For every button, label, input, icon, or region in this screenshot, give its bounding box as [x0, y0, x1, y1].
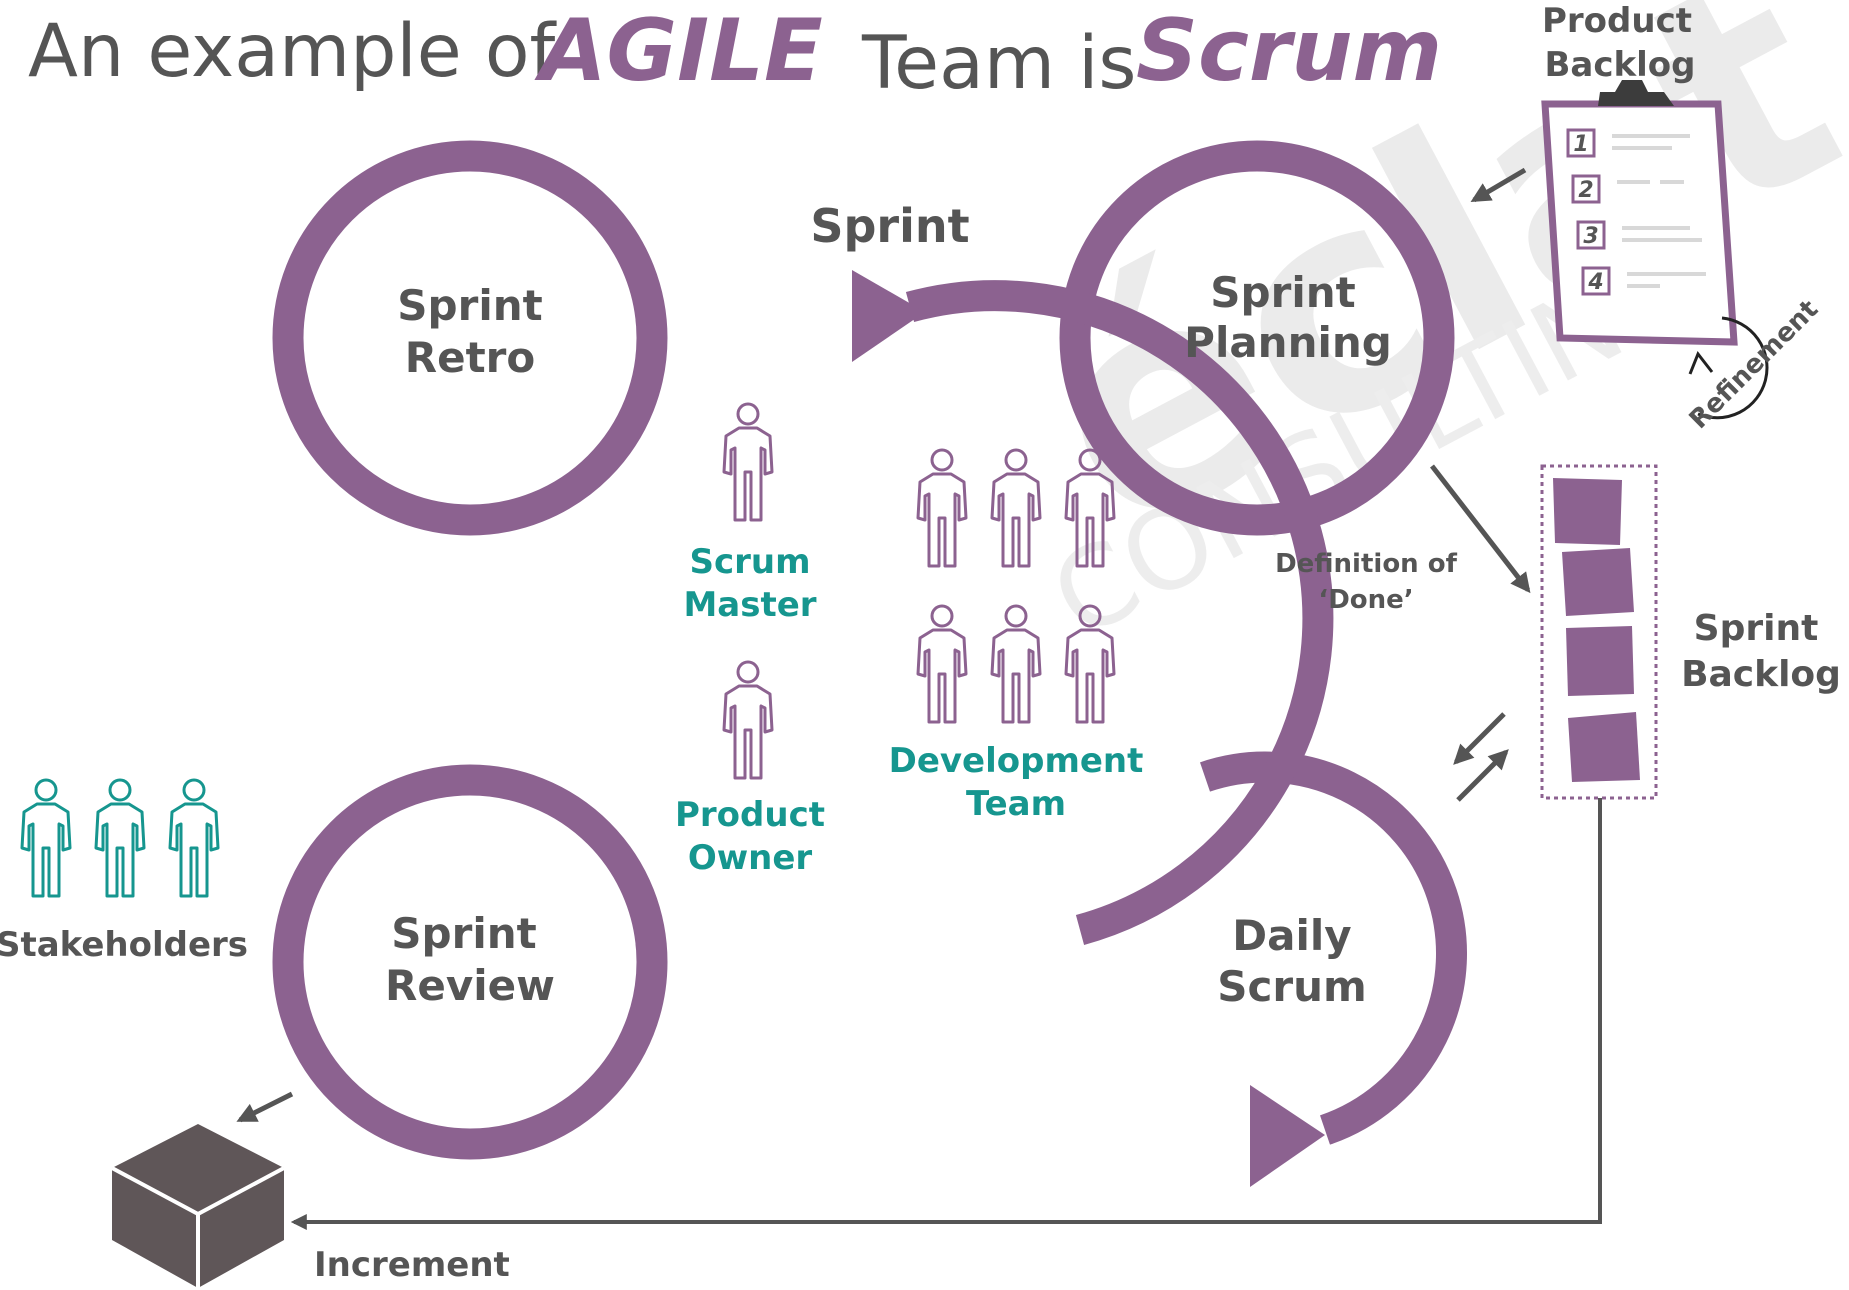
svg-text:Sprint: Sprint: [1210, 268, 1355, 317]
svg-text:Master: Master: [683, 585, 816, 625]
svg-text:Review: Review: [385, 961, 555, 1010]
svg-text:Backlog: Backlog: [1681, 654, 1841, 695]
title-agile: AGILE: [534, 1, 823, 101]
product-backlog-label: Product Backlog: [1542, 1, 1695, 85]
daily-scrum-backlog-arrows: [1453, 712, 1509, 802]
sprint-retro-ring: [272, 140, 668, 536]
title-scrum: Scrum: [1136, 1, 1442, 101]
svg-text:Backlog: Backlog: [1545, 45, 1696, 85]
product-backlog-clipboard: 1 2 3 4: [1541, 80, 1738, 346]
sprint-review-label: Sprint Review: [385, 909, 555, 1010]
svg-text:‘Done’: ‘Done’: [1318, 585, 1413, 615]
planning-to-sprint-backlog-arrow: [1430, 464, 1531, 594]
review-to-increment-arrow: [236, 1091, 294, 1123]
sprint-arrowhead: [852, 270, 925, 362]
product-owner-label: Product Owner: [675, 795, 825, 878]
backlog-item-1: 1: [1573, 132, 1588, 157]
increment-box-icon: [111, 1124, 285, 1288]
svg-text:Development: Development: [889, 741, 1144, 781]
product-owner-figure: [722, 660, 774, 780]
scrum-master-figure: [722, 402, 774, 522]
backlog-item-3: 3: [1583, 224, 1598, 249]
svg-text:Planning: Planning: [1184, 318, 1392, 367]
daily-scrum-arrowhead: [1250, 1085, 1325, 1187]
svg-text:Owner: Owner: [688, 838, 813, 878]
svg-text:Definition of: Definition of: [1275, 549, 1458, 579]
clipboard-lines: [1612, 134, 1706, 288]
svg-text:Scrum: Scrum: [1217, 962, 1367, 1011]
title-prefix: An example of: [28, 9, 557, 94]
sprint-backlog-stack: [1540, 464, 1658, 800]
svg-text:Sprint: Sprint: [391, 909, 536, 958]
stakeholder-figures: [20, 778, 220, 898]
svg-text:Product: Product: [1542, 1, 1692, 41]
sprint-cycle-ring: [905, 280, 1334, 945]
definition-of-done-label: Definition of ‘Done’: [1275, 549, 1458, 615]
sprint-label: Sprint: [810, 199, 969, 253]
sprint-backlog-label: Sprint Backlog: [1681, 608, 1841, 695]
daily-scrum-label: Daily Scrum: [1217, 911, 1367, 1011]
stakeholders-label: Stakeholders: [0, 925, 248, 965]
sprint-review-ring: [272, 764, 668, 1160]
svg-text:Product: Product: [675, 795, 825, 835]
svg-text:Scrum: Scrum: [689, 542, 810, 582]
backlog-item-4: 4: [1587, 270, 1603, 295]
development-team-label: Development Team: [889, 741, 1144, 824]
svg-text:Retro: Retro: [405, 333, 535, 382]
event-rings: [272, 140, 1467, 1160]
sprint-retro-label: Sprint Retro: [397, 281, 542, 382]
clipboard-clip: [1598, 80, 1674, 106]
svg-text:Team: Team: [966, 784, 1066, 824]
sprint-backlog-to-increment-line: [290, 798, 1602, 1230]
increment-label: Increment: [314, 1245, 510, 1285]
sprint-planning-label: Sprint Planning: [1184, 268, 1392, 367]
svg-text:Sprint: Sprint: [397, 281, 542, 330]
svg-text:Daily: Daily: [1232, 911, 1351, 960]
sprint-planning-ring: [1059, 140, 1455, 536]
svg-text:Sprint: Sprint: [1694, 608, 1819, 649]
title-middle: Team is: [861, 21, 1136, 106]
backlog-item-2: 2: [1578, 178, 1593, 203]
backlog-to-planning-arrow: [1470, 167, 1527, 203]
scrum-master-label: Scrum Master: [683, 542, 816, 625]
page-title: An example of AGILE Team is Scrum: [28, 1, 1442, 106]
